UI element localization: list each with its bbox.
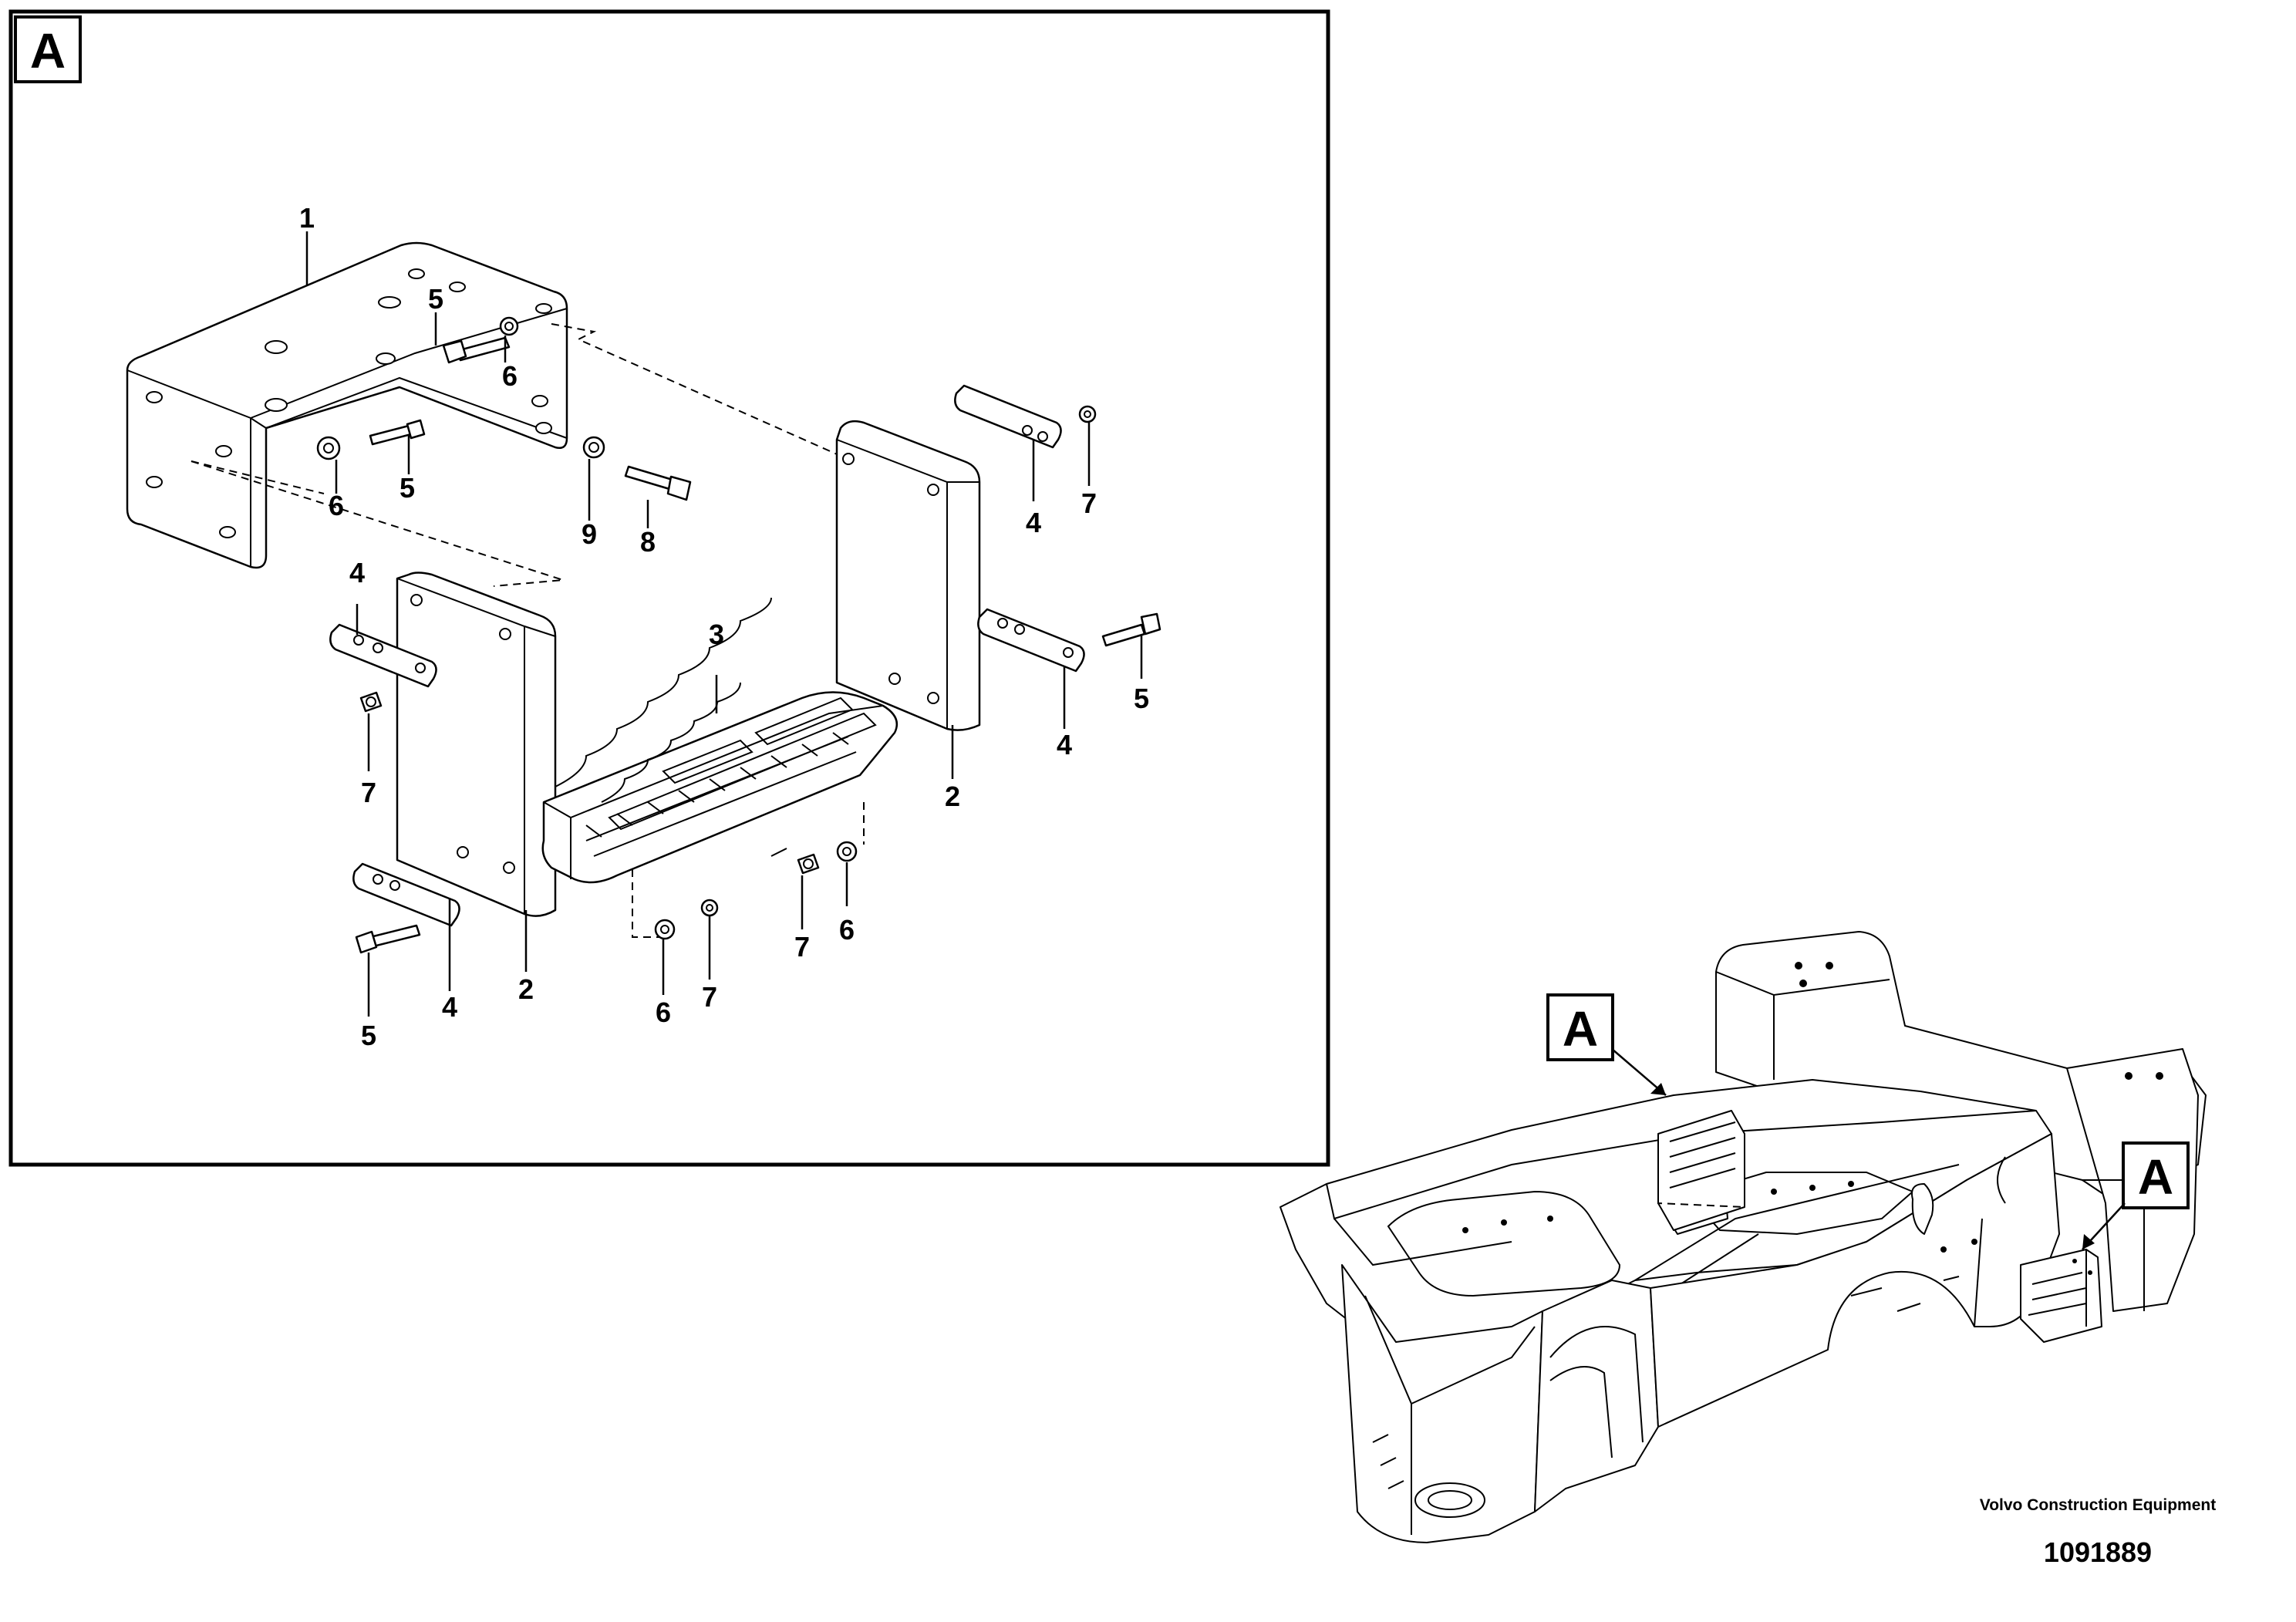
overview-tag-box-1	[1546, 993, 1614, 1061]
callout-4-upper-right: 4	[1026, 507, 1041, 538]
callout-4-upper-left: 4	[349, 557, 365, 588]
callout-5-left: 5	[400, 472, 415, 504]
callout-4-lower-right: 4	[1057, 729, 1072, 760]
callout-7-upper-right: 7	[1081, 487, 1097, 519]
strap-plates	[329, 384, 1085, 927]
callout-8: 8	[640, 526, 656, 558]
callout-7-bottom: 7	[702, 981, 717, 1013]
callout-2-right: 2	[945, 781, 960, 812]
left-spacer-plate	[396, 572, 557, 917]
callout-5-bottom: 5	[361, 1020, 376, 1051]
overview-tag-1: A	[1563, 1001, 1598, 1057]
callout-labels: 1 5 6 6 5 9 8 4 7 3 4 7 5 4 2 7 6 2 4 5 …	[299, 202, 1149, 1051]
detail-tag: A	[30, 23, 66, 79]
callout-6-bottom: 6	[656, 996, 671, 1028]
callout-6-top: 6	[502, 360, 518, 392]
machine-frame-overview	[1279, 931, 2207, 1543]
callout-7-left: 7	[361, 777, 376, 808]
callout-4-lower-left: 4	[442, 991, 457, 1023]
callout-1: 1	[299, 202, 315, 234]
callout-2-left: 2	[518, 973, 534, 1005]
callout-6-center: 6	[839, 914, 855, 946]
callout-3: 3	[709, 619, 724, 650]
callout-9: 9	[582, 518, 597, 550]
detail-tag-box	[14, 15, 82, 83]
overview-tag-2: A	[2138, 1149, 2173, 1205]
manufacturer-credit: Volvo Construction Equipment	[1979, 1496, 2217, 1514]
fasteners	[316, 316, 1161, 954]
overview-tags: A A	[1546, 993, 2190, 1250]
leader-lines	[305, 231, 1143, 1017]
callout-7-center: 7	[794, 931, 810, 963]
callout-6-left: 6	[329, 490, 344, 521]
callout-5-top: 5	[428, 283, 443, 315]
detail-frame	[8, 9, 1330, 1167]
illustration-number: 1091889	[2043, 1536, 2153, 1568]
bracket-part	[126, 241, 568, 569]
callout-5-right: 5	[1134, 683, 1149, 714]
right-spacer-plate	[835, 420, 981, 731]
overview-tag-box-2	[2122, 1141, 2190, 1209]
